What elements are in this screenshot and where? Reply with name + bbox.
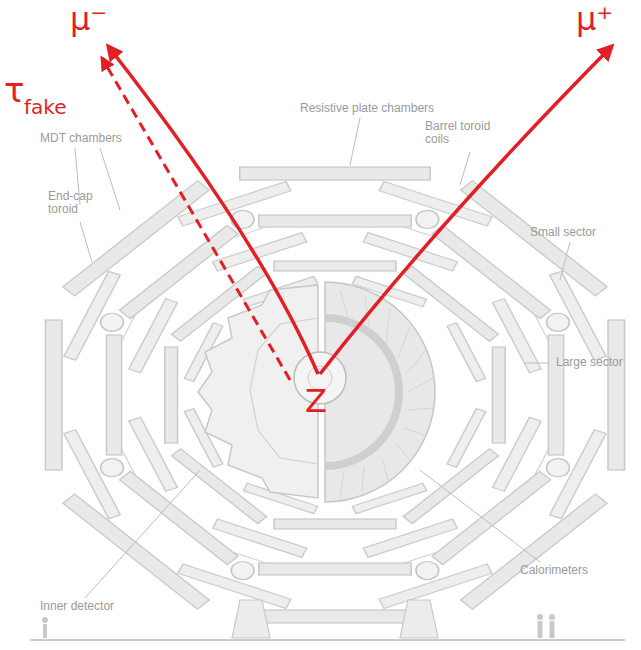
boson-label: Z [305, 384, 327, 419]
particle-label: μ⁺ [576, 2, 613, 37]
detector-label: Large sector [556, 356, 623, 369]
detector-label: Calorimeters [520, 564, 588, 577]
muon-track [108, 46, 318, 374]
detector-label: Small sector [530, 226, 596, 239]
detector-label: Inner detector [40, 600, 114, 613]
particle-subscript: fake [24, 96, 66, 118]
detector-label: Barrel toroid coils [425, 120, 505, 146]
detector-label: Resistive plate chambers [300, 102, 434, 115]
detector-label: End-cap toroid [48, 190, 108, 216]
detector-label: MDT chambers [40, 132, 122, 145]
muon-track [320, 46, 612, 374]
particle-label: τ [4, 72, 24, 109]
fake-tau-track [102, 58, 290, 380]
particle-label: μ⁻ [70, 2, 107, 37]
